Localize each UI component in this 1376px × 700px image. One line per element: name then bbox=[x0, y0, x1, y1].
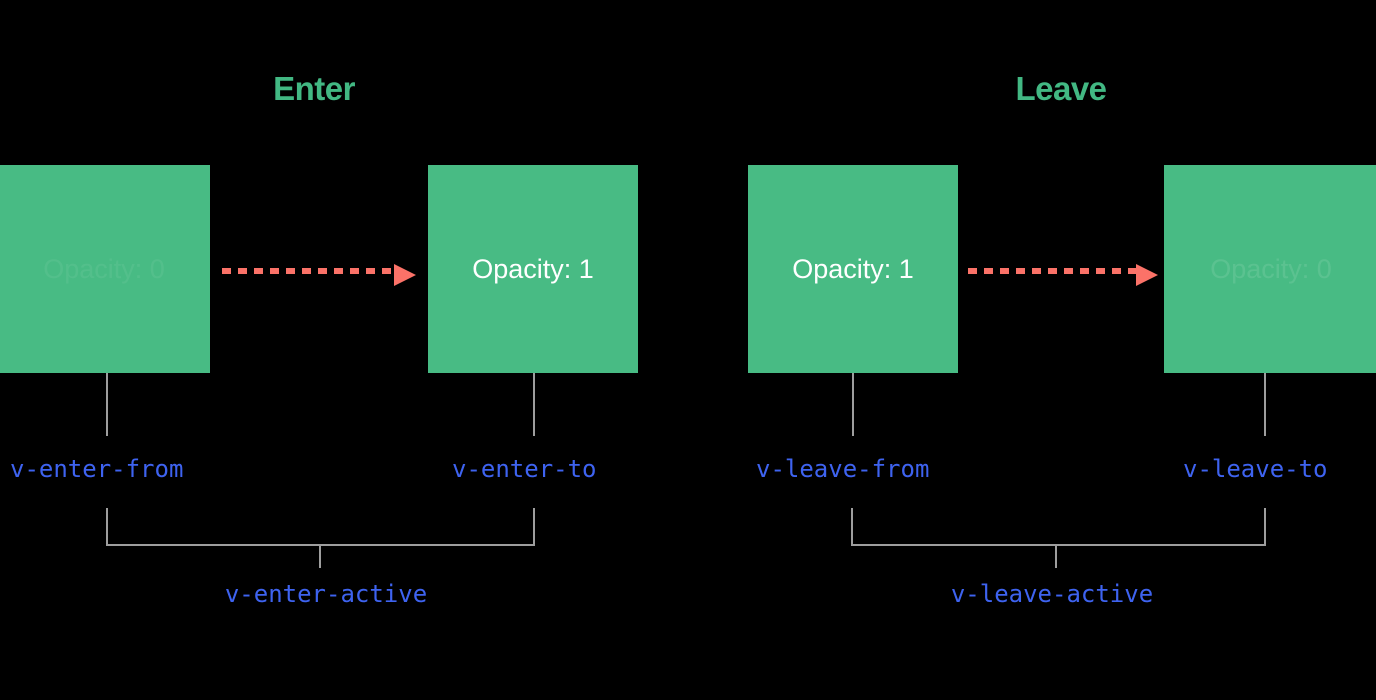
enter-from-box-label: Opacity: 0 bbox=[43, 253, 165, 284]
connector-leave-from bbox=[852, 373, 854, 436]
connector-leave-to bbox=[1264, 373, 1266, 436]
leave-from-box-label: Opacity: 1 bbox=[792, 253, 914, 284]
enter-from-box: Opacity: 0 bbox=[0, 165, 210, 373]
arrow-head bbox=[394, 264, 416, 286]
bracket-stem-leave-active bbox=[1055, 546, 1057, 568]
enter-to-box: Opacity: 1 bbox=[428, 165, 638, 373]
section-title-leave: Leave bbox=[1015, 70, 1107, 107]
class-label-v-leave-to: v-leave-to bbox=[1183, 455, 1328, 483]
leave-to-box: Opacity: 0 bbox=[1164, 165, 1376, 373]
class-label-v-leave-from: v-leave-from bbox=[756, 455, 930, 483]
class-label-v-enter-to: v-enter-to bbox=[452, 455, 597, 483]
class-label-v-enter-from: v-enter-from bbox=[10, 455, 184, 483]
enter-transition-arrow-icon bbox=[222, 264, 416, 286]
arrow-shaft bbox=[968, 268, 1136, 274]
enter-to-box-label: Opacity: 1 bbox=[472, 253, 594, 284]
arrow-shaft bbox=[222, 268, 394, 274]
leave-transition-arrow-icon bbox=[968, 264, 1158, 286]
connector-enter-from bbox=[106, 373, 108, 436]
section-title-enter: Enter bbox=[273, 70, 355, 107]
bracket-stem-enter-active bbox=[319, 546, 321, 568]
leave-from-box: Opacity: 1 bbox=[748, 165, 958, 373]
bracket-leave-active bbox=[851, 508, 1266, 546]
arrow-head bbox=[1136, 264, 1158, 286]
class-label-v-leave-active: v-leave-active bbox=[950, 580, 1154, 608]
class-label-v-enter-active: v-enter-active bbox=[224, 580, 428, 608]
connector-enter-to bbox=[533, 373, 535, 436]
bracket-enter-active bbox=[106, 508, 535, 546]
leave-to-box-label: Opacity: 0 bbox=[1210, 253, 1332, 284]
